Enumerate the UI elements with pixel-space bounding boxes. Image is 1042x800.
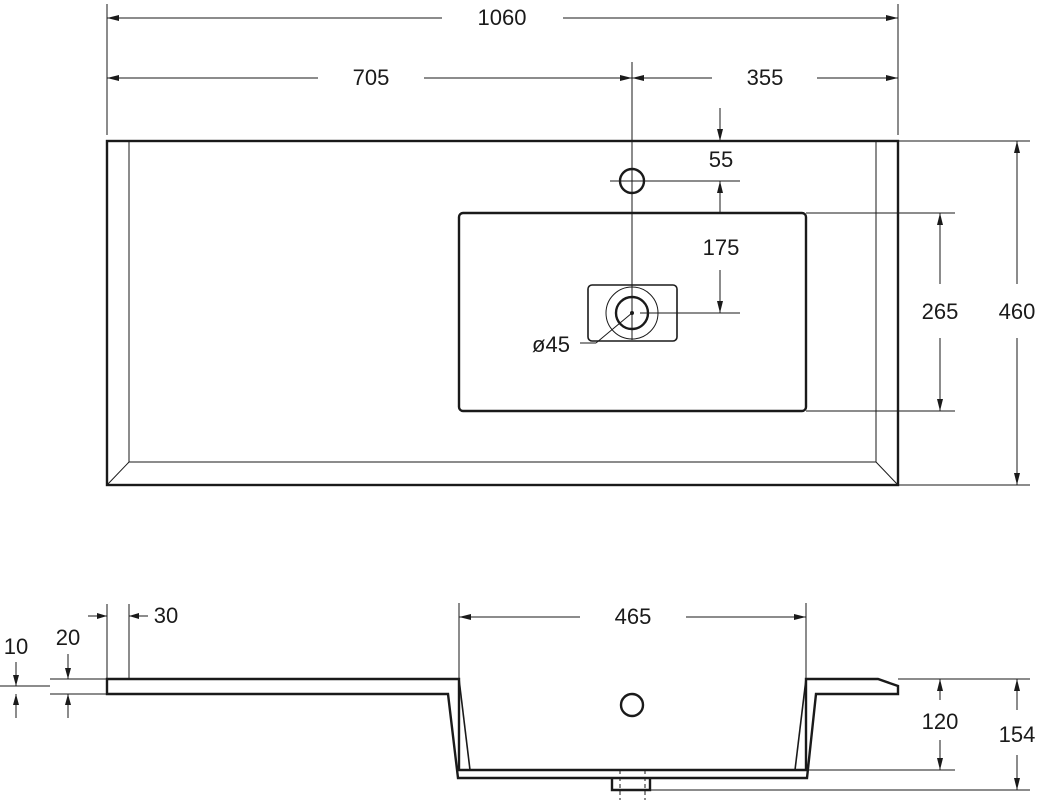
dim-drain-diameter: ø45 — [532, 332, 570, 357]
dim-overall-depth: 460 — [999, 299, 1036, 324]
sink-profile — [105, 677, 900, 792]
dim-rim-offset: 30 — [154, 603, 178, 628]
dim-left-offset: 705 — [353, 65, 390, 90]
bevel-corner-left — [106, 461, 130, 486]
dim-tap-offset: 55 — [709, 147, 733, 172]
dim-total-height: 154 — [999, 722, 1036, 747]
side-view: 465 30 20 10 120 — [0, 603, 1035, 800]
side-tap-hole — [619, 692, 645, 718]
dim-right-offset: 355 — [747, 65, 784, 90]
top-view: 1060 705 355 55 175 ø45 265 — [105, 4, 1036, 487]
dim-drain-offset: 175 — [703, 235, 740, 260]
dim-edge-thickness: 10 — [4, 634, 28, 659]
dim-bowl-width: 465 — [615, 604, 652, 629]
dim-overall-width: 1060 — [478, 5, 527, 30]
bevel-corner-right — [875, 461, 899, 486]
dim-basin-depth: 265 — [922, 299, 959, 324]
countertop-outline — [105, 139, 900, 487]
dim-slab-thickness: 20 — [56, 625, 80, 650]
dim-bowl-depth: 120 — [922, 709, 959, 734]
